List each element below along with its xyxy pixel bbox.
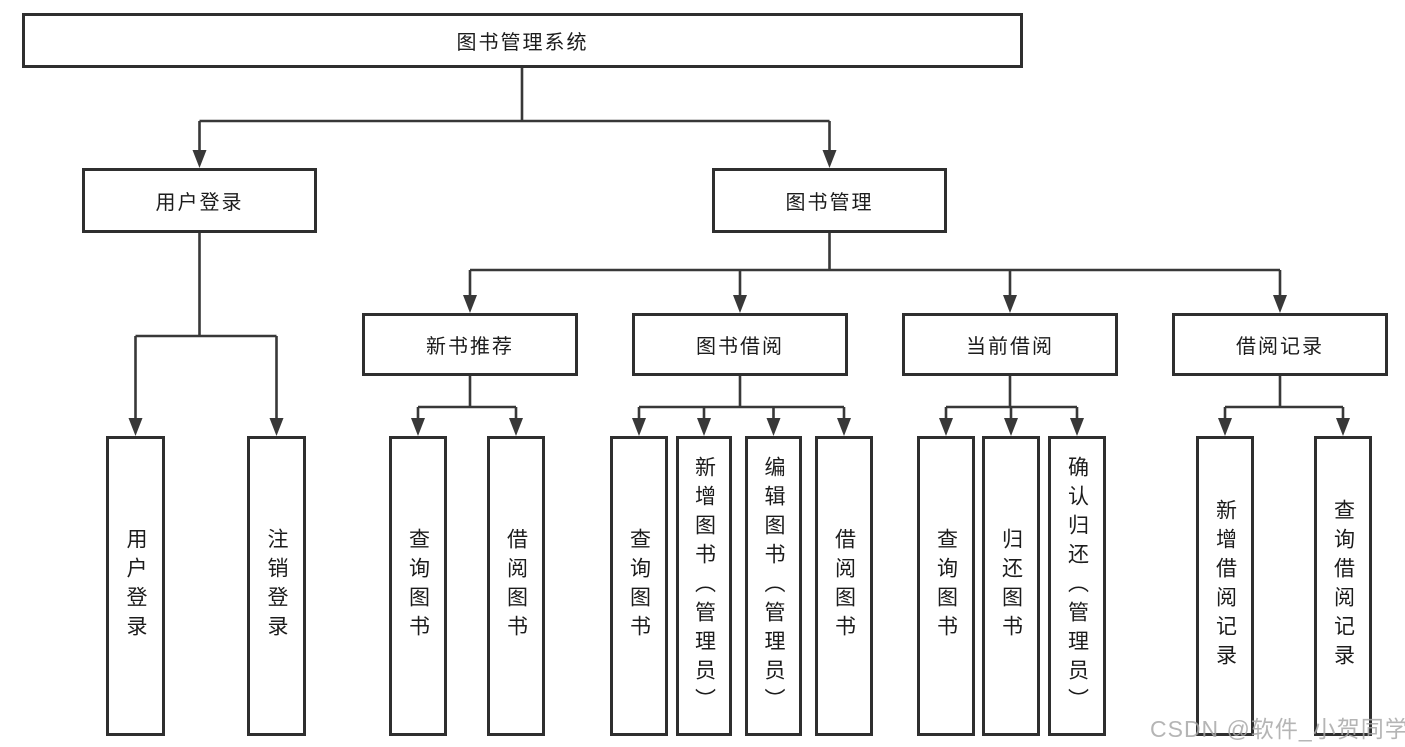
node-borrowing-records: 借阅记录 — [1172, 313, 1388, 376]
leaf-query-books-3: 查询图书 — [917, 436, 975, 736]
leaf-add-books-admin-label: 新增图书（管理员） — [692, 455, 716, 717]
leaf-user-login-label: 用户登录 — [124, 528, 147, 644]
csdn-watermark: CSDN @软件_小贺同学 — [1150, 716, 1405, 742]
connector-current-borrow-to-leaves — [939, 376, 1084, 436]
leaf-query-borrow-record-label: 查询借阅记录 — [1331, 499, 1355, 673]
leaf-edit-books-admin: 编辑图书（管理员） — [745, 436, 802, 736]
leaf-query-books-3-label: 查询图书 — [934, 528, 958, 644]
node-current-borrowing: 当前借阅 — [902, 313, 1118, 376]
leaf-return-books-label: 归还图书 — [999, 528, 1023, 644]
leaf-logout: 注销登录 — [247, 436, 306, 736]
node-book-management: 图书管理 — [712, 168, 947, 233]
leaf-logout-label: 注销登录 — [265, 528, 288, 644]
leaf-confirm-return-admin: 确认归还（管理员） — [1048, 436, 1106, 736]
leaf-add-borrow-record-label: 新增借阅记录 — [1213, 499, 1237, 673]
leaf-query-books-2-label: 查询图书 — [627, 528, 651, 644]
node-book-borrowing: 图书借阅 — [632, 313, 848, 376]
node-user-login: 用户登录 — [82, 168, 317, 233]
connector-user-login-to-leaves — [128, 233, 284, 436]
leaf-add-books-admin: 新增图书（管理员） — [676, 436, 732, 736]
connector-root-to-level2 — [192, 68, 837, 168]
connector-book-borrow-to-leaves — [632, 376, 851, 436]
leaf-borrow-books-2-label: 借阅图书 — [832, 528, 856, 644]
leaf-query-borrow-record: 查询借阅记录 — [1314, 436, 1372, 736]
leaf-query-books-1-label: 查询图书 — [406, 528, 430, 644]
leaf-query-books-1: 查询图书 — [389, 436, 447, 736]
leaf-confirm-return-admin-label: 确认归还（管理员） — [1065, 455, 1089, 717]
leaf-borrow-books-2: 借阅图书 — [815, 436, 873, 736]
node-library-management-system: 图书管理系统 — [22, 13, 1023, 68]
connector-book-management-to-level3 — [463, 233, 1287, 313]
leaf-borrow-books-1-label: 借阅图书 — [504, 528, 528, 644]
leaf-edit-books-admin-label: 编辑图书（管理员） — [762, 455, 785, 717]
leaf-query-books-2: 查询图书 — [610, 436, 668, 736]
connector-borrow-records-to-leaves — [1218, 376, 1350, 436]
leaf-add-borrow-record: 新增借阅记录 — [1196, 436, 1254, 736]
leaf-borrow-books-1: 借阅图书 — [487, 436, 545, 736]
leaf-return-books: 归还图书 — [982, 436, 1040, 736]
node-new-book-recommendation: 新书推荐 — [362, 313, 578, 376]
leaf-user-login: 用户登录 — [106, 436, 165, 736]
connector-new-book-to-leaves — [411, 376, 523, 436]
